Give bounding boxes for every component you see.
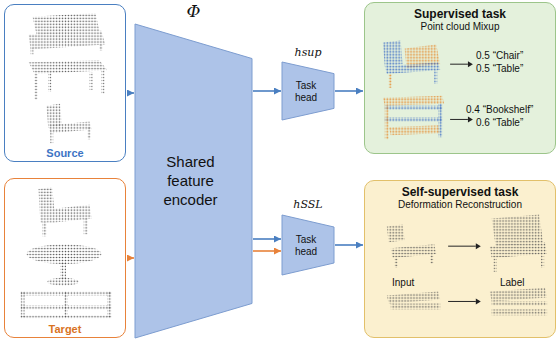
class-weight: 0.5 “Table”: [476, 63, 523, 74]
target-box: Target: [4, 178, 126, 338]
task-head: hSSLTask head: [282, 215, 334, 275]
node-heading: Source: [5, 147, 125, 159]
arrow-connector: [253, 250, 281, 252]
node-text: Task head: [284, 234, 328, 257]
class-weight: 0.6 “Table”: [476, 117, 523, 128]
node-heading: Supervised task: [365, 3, 555, 21]
task-panel: Supervised taskPoint cloud Mixup: [364, 2, 556, 154]
node-text: Shared feature encoder: [143, 153, 238, 209]
arrow-connector: [335, 244, 363, 246]
node-text: Task head: [284, 80, 328, 103]
arrow-connector: [253, 90, 281, 92]
task-panel: Self-supervised taskDeformation Reconstr…: [364, 180, 556, 338]
source-box: Source: [4, 4, 126, 162]
node-heading: Target: [5, 323, 125, 335]
row-label: Label: [500, 277, 524, 288]
task-head: hsupTask head: [282, 62, 334, 120]
row-label: Input: [392, 277, 414, 288]
source-point-clouds: [5, 5, 125, 161]
node-heading: Φ: [135, 1, 252, 21]
class-weight: 0.5 “Chair”: [476, 50, 523, 61]
arrow-connector: [335, 90, 363, 92]
target-point-clouds: [5, 179, 125, 337]
arrow-connector: [127, 92, 134, 94]
node-text: Point cloud Mixup: [365, 21, 555, 32]
arrow-connector: [127, 257, 134, 259]
node-heading: hSSL: [272, 198, 344, 211]
encoder-trapezoid: ΦShared feature encoder: [135, 24, 252, 338]
arrow-connector: [253, 238, 281, 240]
node-text: Deformation Reconstruction: [365, 199, 555, 210]
node-heading: hsup: [272, 46, 344, 59]
class-weight: 0.4 “Bookshelf”: [466, 104, 533, 115]
node-heading: Self-supervised task: [365, 181, 555, 199]
